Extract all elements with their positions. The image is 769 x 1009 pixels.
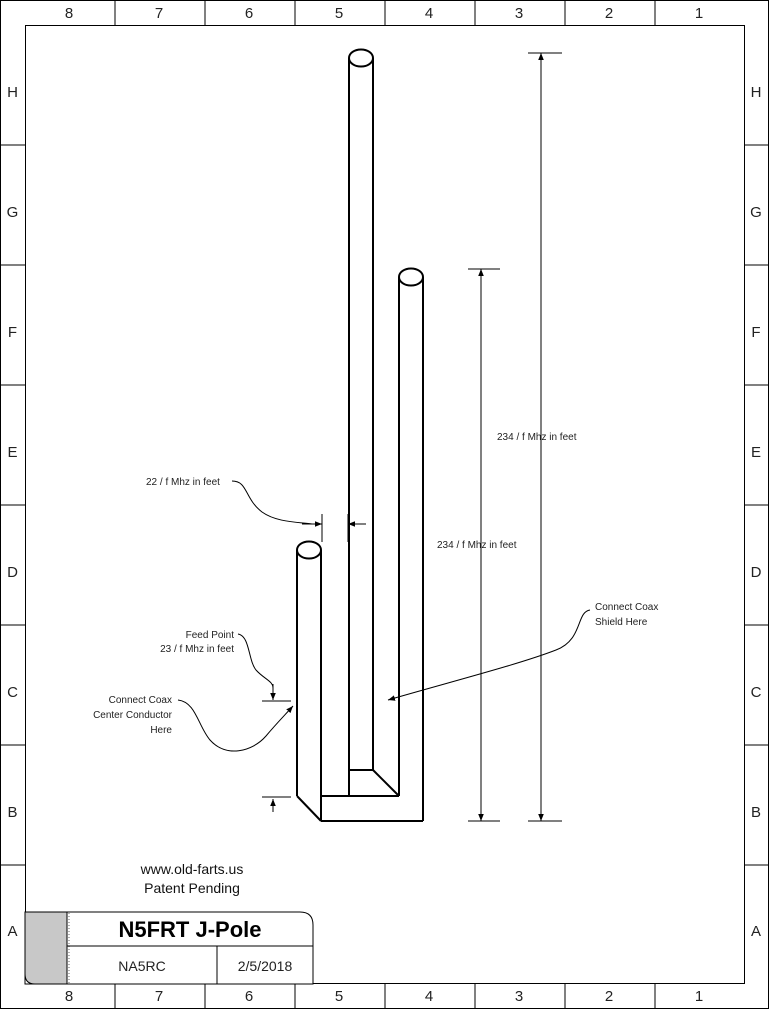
col-label-6: 6 xyxy=(245,5,253,22)
title-block-tab xyxy=(24,911,68,985)
row-label-h: H xyxy=(7,84,18,101)
feed-leg xyxy=(296,540,322,821)
row-label-b: B xyxy=(751,804,761,821)
row-label-d: D xyxy=(751,564,762,581)
row-label-a: A xyxy=(7,923,17,940)
row-dividers xyxy=(0,144,769,866)
row-label-e: E xyxy=(7,444,17,461)
author-text: NA5RC xyxy=(118,958,165,974)
long-dimension-label: 234 / f Mhz in feet xyxy=(497,432,577,443)
title-block: N5FRT J-Pole NA5RC 2/5/2018 xyxy=(24,911,314,985)
feed-point-callout xyxy=(237,633,291,812)
center-label-line1: Connect Coax xyxy=(109,695,172,706)
feed-point-label-line1: Feed Point xyxy=(186,630,235,641)
center-label-line2: Center Conductor xyxy=(93,710,173,721)
shield-label-line2: Shield Here xyxy=(595,617,648,628)
row-labels-right: H G F E D C B A xyxy=(750,84,762,940)
u-bend xyxy=(296,769,423,822)
short-stub xyxy=(398,267,424,821)
gap-dimension xyxy=(231,480,366,542)
shield-label-line1: Connect Coax xyxy=(595,602,658,613)
row-label-d: D xyxy=(7,564,18,581)
row-label-f: F xyxy=(8,324,17,341)
col-label-8: 8 xyxy=(65,5,73,22)
col-label-1: 1 xyxy=(695,5,703,22)
column-labels-bottom: 8 7 6 5 4 3 2 1 xyxy=(65,988,703,1005)
row-labels-left: H G F E D C B A xyxy=(7,84,19,940)
col-label-3: 3 xyxy=(515,5,523,22)
center-label-line3: Here xyxy=(150,725,172,736)
shield-callout xyxy=(387,609,591,701)
j-pole-antenna xyxy=(296,48,424,822)
short-dimension xyxy=(468,268,500,822)
gap-label: 22 / f Mhz in feet xyxy=(146,477,220,488)
col-label-5: 5 xyxy=(335,988,343,1005)
col-label-5: 5 xyxy=(335,5,343,22)
col-label-2: 2 xyxy=(605,5,613,22)
row-label-f: F xyxy=(751,324,760,341)
drawing-title: N5FRT J-Pole xyxy=(118,917,261,942)
center-conductor-callout xyxy=(177,699,294,752)
col-label-8: 8 xyxy=(65,988,73,1005)
col-label-1: 1 xyxy=(695,988,703,1005)
long-dimension xyxy=(528,52,562,822)
row-label-c: C xyxy=(7,684,18,701)
col-label-4: 4 xyxy=(425,5,433,22)
short-dimension-label: 234 / f Mhz in feet xyxy=(437,540,517,551)
col-label-4: 4 xyxy=(425,988,433,1005)
row-label-g: G xyxy=(7,204,19,221)
row-label-a: A xyxy=(751,923,761,940)
patent-text: Patent Pending xyxy=(144,880,240,896)
col-label-7: 7 xyxy=(155,988,163,1005)
col-label-3: 3 xyxy=(515,988,523,1005)
long-radiator xyxy=(348,48,374,770)
feed-point-label-line2: 23 / f Mhz in feet xyxy=(160,644,234,655)
column-dividers xyxy=(114,0,656,1009)
row-label-g: G xyxy=(750,204,762,221)
col-label-6: 6 xyxy=(245,988,253,1005)
column-labels-top: 8 7 6 5 4 3 2 1 xyxy=(65,5,703,22)
col-label-7: 7 xyxy=(155,5,163,22)
row-label-h: H xyxy=(751,84,762,101)
inner-border xyxy=(25,25,745,984)
row-label-c: C xyxy=(751,684,762,701)
row-label-e: E xyxy=(751,444,761,461)
row-label-b: B xyxy=(7,804,17,821)
date-text: 2/5/2018 xyxy=(238,958,293,974)
col-label-2: 2 xyxy=(605,988,613,1005)
website-text: www.old-farts.us xyxy=(140,861,244,877)
